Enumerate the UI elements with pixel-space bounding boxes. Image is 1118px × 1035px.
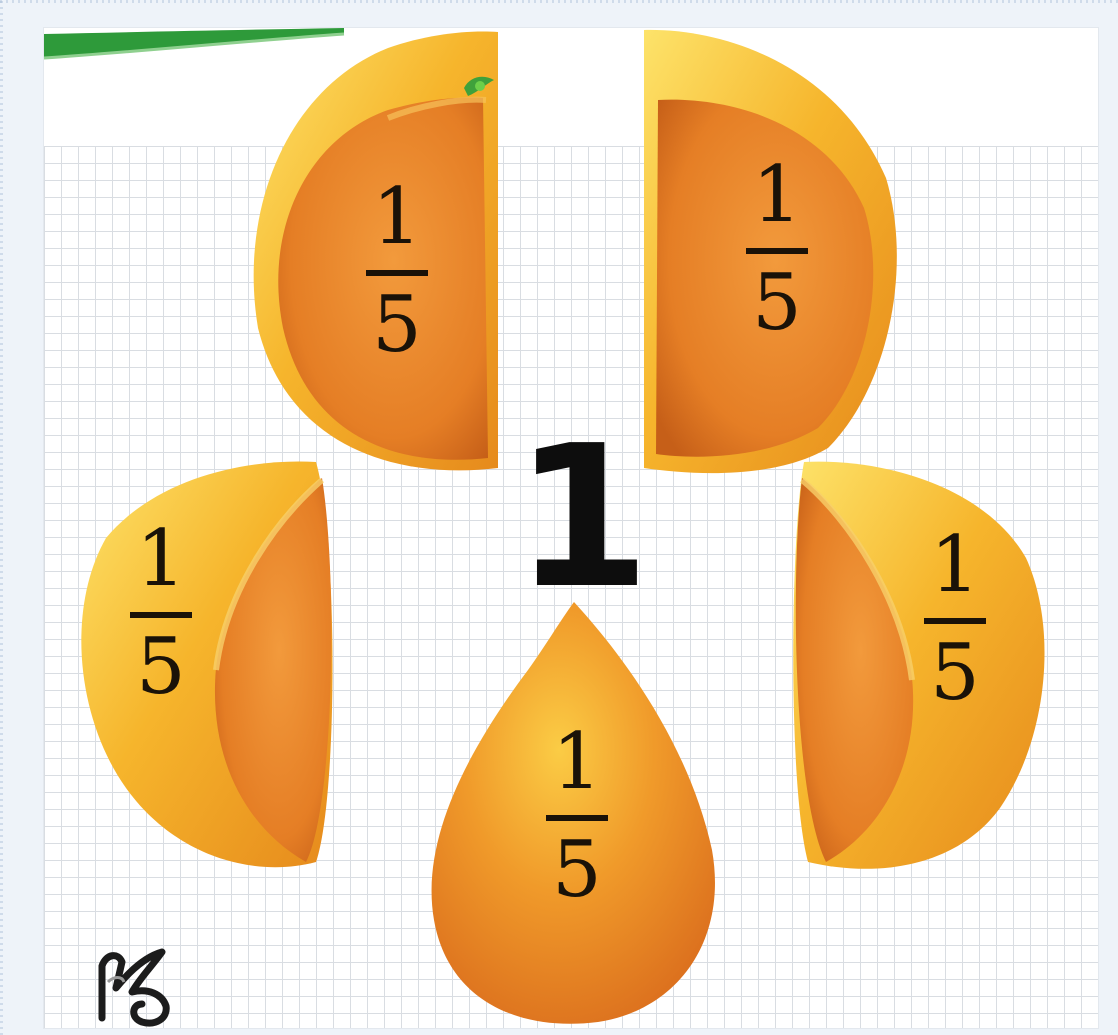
orange-slice-shape xyxy=(786,458,1056,878)
fraction-numerator: 1 xyxy=(752,156,802,234)
fraction-numerator: 1 xyxy=(552,723,602,801)
orange-slice-shape xyxy=(76,458,346,878)
fraction-denominator: 5 xyxy=(552,831,602,909)
fraction-denominator: 5 xyxy=(136,628,186,706)
orange-slice-middle-left xyxy=(76,458,346,883)
fraction-bar xyxy=(366,270,428,276)
fraction-middle-left: 1 5 xyxy=(130,520,192,706)
fraction-bottom: 1 5 xyxy=(546,723,608,909)
fraction-denominator: 5 xyxy=(752,264,802,342)
fraction-numerator: 1 xyxy=(372,178,422,256)
fraction-middle-right: 1 5 xyxy=(924,526,986,712)
leaf-stem-icon xyxy=(460,72,500,102)
fraction-numerator: 1 xyxy=(930,526,980,604)
fraction-bar xyxy=(546,815,608,821)
fraction-bar xyxy=(130,612,192,618)
swirl-logo-icon xyxy=(92,948,188,1028)
orange-slice-middle-right xyxy=(786,458,1056,883)
fraction-bar xyxy=(746,248,808,254)
fraction-top-right: 1 5 xyxy=(746,156,808,342)
slide-canvas: 1 5 1 5 1 5 xyxy=(44,28,1098,1028)
fraction-denominator: 5 xyxy=(372,286,422,364)
fraction-denominator: 5 xyxy=(930,634,980,712)
whole-number: 1 xyxy=(514,420,650,616)
fraction-numerator: 1 xyxy=(136,520,186,598)
fraction-bar xyxy=(924,618,986,624)
fraction-top-left: 1 5 xyxy=(366,178,428,364)
